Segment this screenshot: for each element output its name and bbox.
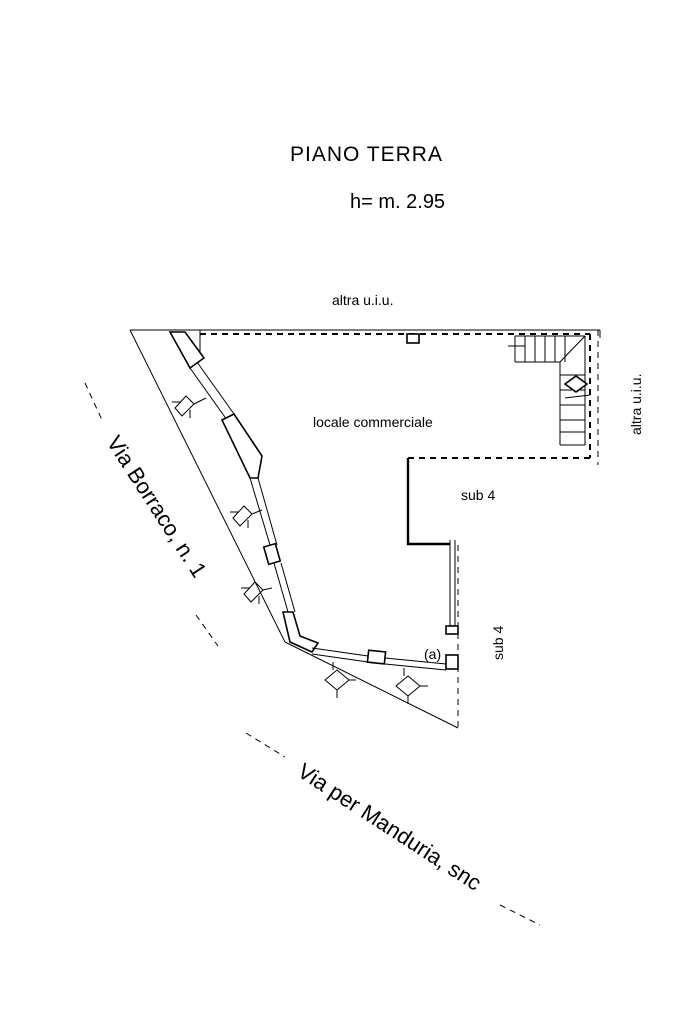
street-south-label: Via per Manduria, snc [293,758,486,895]
west-facade [168,331,320,654]
ceiling-height: h= m. 2.95 [350,191,445,213]
lot-boundary [129,329,601,729]
street-axis-south [245,732,541,926]
stair-symbol [508,335,591,446]
lamp-icon [241,581,273,604]
plan-title: PIANO TERRA [290,143,443,166]
label-right-neighbor: altra u.i.u. [628,374,644,435]
south-facade [311,647,447,671]
lamp-icon [395,668,428,704]
street-west-label: Via Borraco, n. 1 [102,431,212,582]
street-axis-west [84,382,219,647]
label-sub-southeast: sub 4 [490,626,506,660]
room-walls [199,330,591,670]
label-marker-a: (a) [424,646,441,662]
lamp-icon [230,505,263,528]
label-top-neighbor: altra u.i.u. [332,292,393,308]
lamp-icon [324,662,356,698]
label-room: locale commerciale [313,414,433,430]
label-sub-east: sub 4 [461,487,495,503]
lamp-icon [172,395,207,418]
